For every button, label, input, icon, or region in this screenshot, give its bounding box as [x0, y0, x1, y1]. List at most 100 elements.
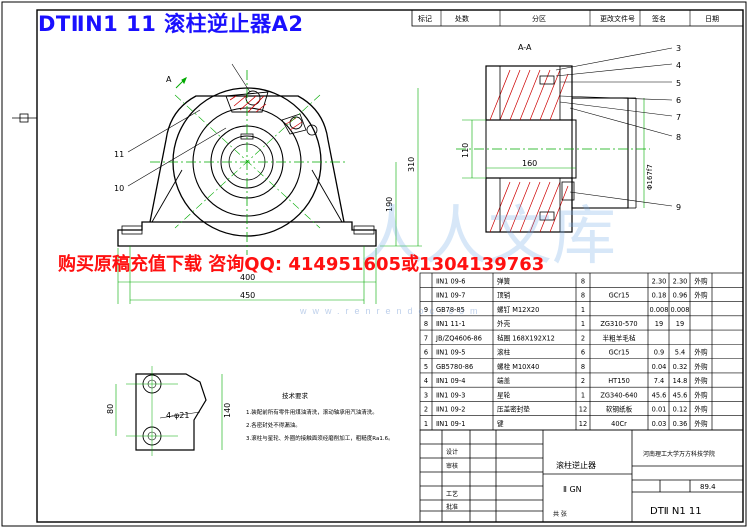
header-2: 处数: [455, 14, 469, 23]
watermark: 人人文库: [360, 200, 616, 274]
parts-cell-w2: 0.32: [673, 363, 688, 371]
parts-cell-code: ⅡN1 09-1: [436, 420, 465, 428]
tb-unit: 河南理工大学万方科技学院: [643, 450, 715, 458]
section-label: A-A: [518, 43, 532, 52]
parts-cell-no: 3: [424, 391, 428, 399]
title-block: 设计 审核 工艺 批准 滚柱逆止器 Ⅱ GN 河南理工大学万方科技学院 89.4…: [446, 448, 716, 518]
parts-cell-mat: GCr15: [609, 349, 630, 357]
parts-cell-w1: 7.4: [654, 377, 665, 385]
parts-cell-w2: 0.36: [673, 420, 688, 428]
watermark-url: www.renrendoc.com: [300, 306, 484, 316]
parts-cell-note: 外购: [694, 348, 708, 357]
parts-cell-qty: 6: [581, 349, 585, 357]
parts-cell-qty: 1: [581, 391, 585, 399]
parts-cell-code: JB/ZQ4606-86: [435, 334, 482, 342]
parts-cell-w2: 45.6: [673, 391, 688, 399]
parts-cell-name: 端盖: [497, 376, 511, 385]
purchase-advert: 购买原稿充值下载 咨询QQ: 414951605或1304139763: [58, 254, 545, 275]
parts-cell-note: 外购: [694, 291, 708, 300]
parts-cell-code: ⅡN1 09-5: [436, 349, 465, 357]
parts-cell-note: 外购: [694, 376, 708, 385]
leader-label-11: 11: [114, 150, 124, 159]
parts-cell-name: 螺栓 M10X40: [497, 362, 539, 371]
dim-450: 450: [240, 291, 255, 300]
parts-cell-name: 外壳: [497, 319, 511, 328]
parts-cell-code: ⅡN1 09-6: [436, 277, 465, 285]
view-marker-label: A: [166, 75, 172, 84]
parts-cell-qty: 2: [581, 377, 585, 385]
parts-cell-code: ⅡN1 09-7: [436, 292, 465, 300]
header-5: 签名: [652, 14, 666, 23]
parts-cell-w2: 2.30: [673, 277, 688, 285]
dim-80: 80: [106, 404, 115, 414]
parts-cell-mat: ZG310-570: [600, 320, 637, 328]
parts-cell-name: 弹簧: [497, 276, 511, 285]
tb-sign4: 批准: [446, 503, 458, 511]
leader-label-8: 8: [676, 133, 681, 142]
tb-weight: 89.4: [700, 483, 716, 491]
parts-cell-w1: 0.008: [650, 306, 669, 314]
parts-cell-no: 2: [424, 406, 428, 414]
parts-cell-w2: 14.8: [673, 377, 688, 385]
parts-cell-w1: 0.03: [652, 420, 667, 428]
parts-cell-name: 滚柱: [497, 348, 511, 357]
leader-label-10: 10: [114, 184, 124, 193]
dim-400: 400: [240, 273, 255, 282]
parts-cell-w1: 19: [655, 320, 663, 328]
parts-cell-qty: 8: [581, 277, 585, 285]
parts-cell-w1: 0.01: [652, 406, 667, 414]
tb-code: Ⅱ GN: [563, 485, 582, 494]
parts-cell-qty: 1: [581, 320, 585, 328]
parts-cell-note: 外购: [694, 276, 708, 285]
header-6: 日期: [705, 15, 719, 23]
section-leader-labels: 3 4 5 6 7 8 9: [676, 44, 681, 212]
parts-cell-code: ⅡN1 09-3: [436, 391, 465, 399]
leader-label-7: 7: [676, 113, 681, 122]
parts-cell-mat: ZG340-640: [600, 391, 637, 399]
parts-cell-qty: 8: [581, 363, 585, 371]
inner-frame: [36, 9, 744, 523]
parts-cell-code: GB78-85: [436, 306, 465, 314]
foot-view: [115, 366, 223, 456]
header-1: 标记: [418, 14, 432, 23]
parts-cell-mat: 半粗羊毛毡: [603, 333, 636, 342]
tb-part-name: 滚柱逆止器: [556, 460, 596, 470]
title-block-frame: [419, 429, 744, 523]
parts-cell-w2: 0.96: [673, 292, 688, 300]
parts-cell-no: 7: [424, 334, 428, 342]
tb-sheet: 共 张: [553, 510, 567, 518]
parts-cell-w2: 0.12: [673, 406, 688, 414]
revision-header: 标记 处数 分区 更改文件号 签名 日期: [411, 9, 744, 27]
leader-label-5: 5: [676, 79, 681, 88]
parts-cell-qty: 12: [579, 406, 587, 414]
dim-phi167: Φ167f7: [646, 164, 654, 190]
dim-110: 110: [461, 143, 470, 158]
parts-cell-mat: 40Cr: [611, 420, 627, 428]
note-2: 2.各密封处不得漏油。: [246, 421, 301, 429]
section-view: [485, 65, 637, 233]
leader-label-6: 6: [676, 96, 681, 105]
notes-heading: 技术要求: [282, 391, 309, 400]
parts-cell-note: 外购: [694, 405, 708, 414]
parts-cell-no: 4: [424, 377, 428, 385]
parts-cell-mat: 软钢纸板: [606, 405, 633, 414]
note-1: 1.装配前所有零件用煤油清洗，滚动轴承用汽油清洗。: [246, 408, 378, 416]
header-4: 更改文件号: [600, 14, 635, 23]
parts-cell-no: 8: [424, 320, 428, 328]
parts-cell-mat: GCr15: [609, 292, 630, 300]
leader-label-9: 9: [676, 203, 681, 212]
parts-cell-code: ⅡN1 09-4: [436, 377, 465, 385]
parts-cell-name: 毡圈 168X192X12: [497, 333, 555, 342]
front-dimensions: [117, 88, 422, 304]
